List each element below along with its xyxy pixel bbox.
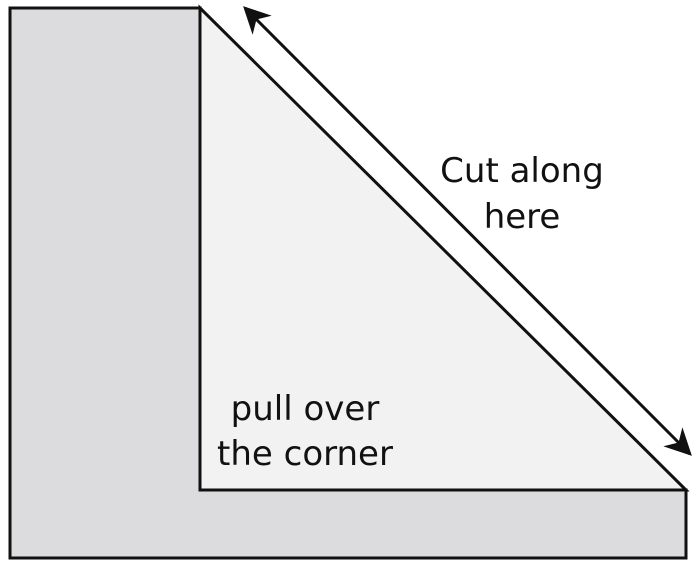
cut-arrow bbox=[243, 6, 692, 456]
pull-label-line2: the corner bbox=[217, 434, 393, 474]
cut-label-line2: here bbox=[484, 197, 561, 237]
pull-label-line1: pull over bbox=[231, 389, 380, 429]
cut-label-line1: Cut along bbox=[440, 151, 604, 191]
